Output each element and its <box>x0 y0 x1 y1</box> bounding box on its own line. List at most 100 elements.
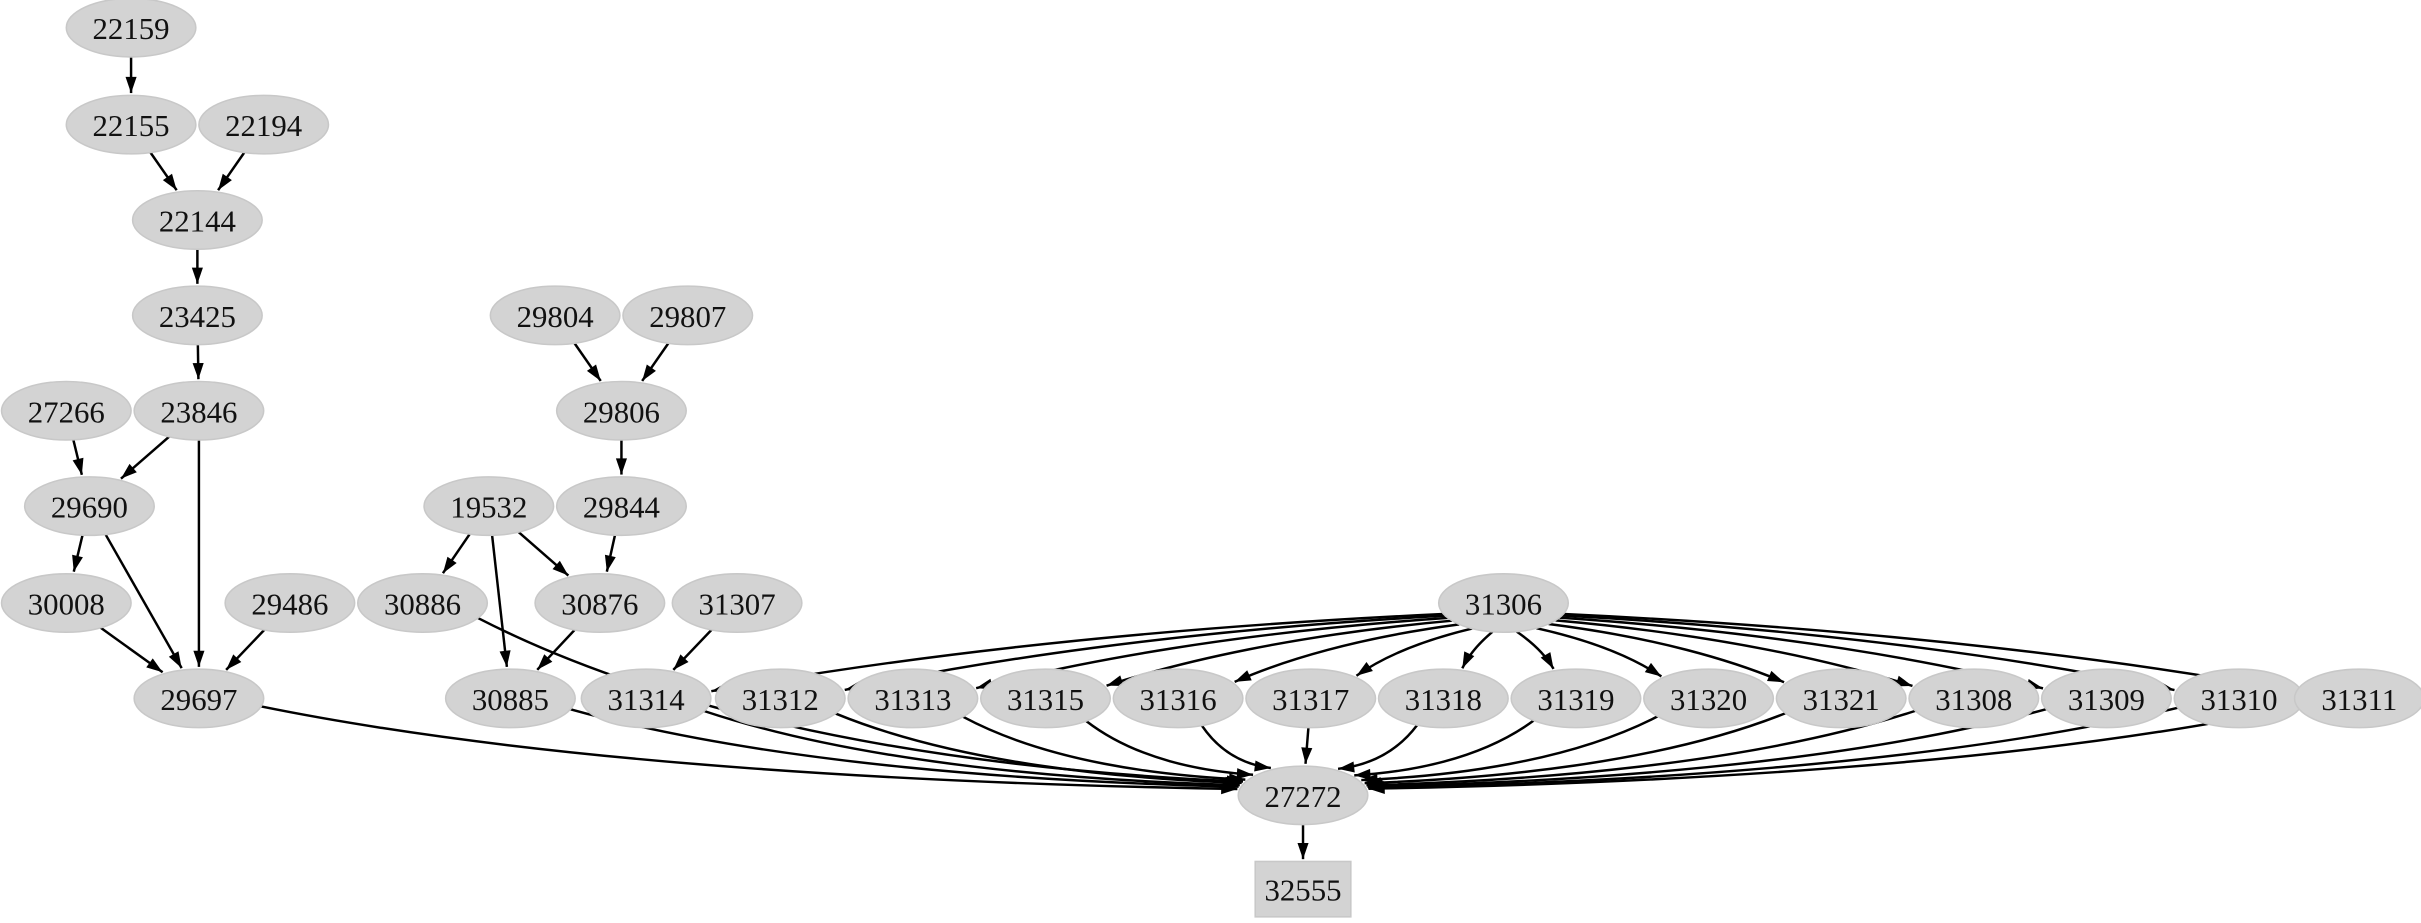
graph-node-29697[interactable]: 29697 <box>133 668 265 729</box>
node-ellipse-shape <box>133 668 265 729</box>
graph-edge <box>1355 627 1473 677</box>
graph-edge-arrowhead <box>642 364 656 381</box>
graph-edge-arrowhead <box>72 554 83 572</box>
graph-node-30886[interactable]: 30886 <box>356 573 489 634</box>
graph-node-31315[interactable]: 31315 <box>979 668 1112 729</box>
node-ellipse-shape <box>0 573 132 634</box>
graph-edge-arrowhead <box>191 267 203 284</box>
graph-edge <box>1367 707 2047 789</box>
node-ellipse-shape <box>1437 573 1570 634</box>
graph-node-31317[interactable]: 31317 <box>1245 668 1377 729</box>
node-ellipse-shape <box>133 380 265 441</box>
graph-edge-arrowhead <box>1236 768 1254 780</box>
graph-edge-arrowhead <box>72 457 84 475</box>
node-ellipse-shape <box>23 476 155 537</box>
node-ellipse-shape <box>1775 668 1907 729</box>
graph-edge <box>962 715 1246 781</box>
graph-node-30008[interactable]: 30008 <box>0 573 132 634</box>
graph-node-22155[interactable]: 22155 <box>65 94 197 155</box>
graph-node-31314[interactable]: 31314 <box>580 668 712 729</box>
graph-edge-arrowhead <box>1462 651 1475 669</box>
graph-node-31321[interactable]: 31321 <box>1775 668 1907 729</box>
graph-node-19532[interactable]: 19532 <box>423 476 555 537</box>
graph-edge-arrowhead <box>218 173 232 191</box>
graph-node-29806[interactable]: 29806 <box>555 380 687 441</box>
node-ellipse-shape <box>714 668 846 729</box>
graph-node-31320[interactable]: 31320 <box>1643 668 1775 729</box>
graph-node-31310[interactable]: 31310 <box>2173 668 2305 729</box>
node-ellipse-shape <box>0 380 132 441</box>
node-ellipse-shape <box>1112 668 1244 729</box>
graph-node-29844[interactable]: 29844 <box>555 476 687 537</box>
graph-node-22159[interactable]: 22159 <box>65 0 197 58</box>
graph-node-23425[interactable]: 23425 <box>131 285 263 346</box>
graph-node-29804[interactable]: 29804 <box>489 285 621 346</box>
graph-edge-arrowhead <box>1338 761 1355 773</box>
graph-node-31309[interactable]: 31309 <box>2040 668 2172 729</box>
graph-node-31312[interactable]: 31312 <box>714 668 846 729</box>
graph-edge <box>1337 724 1419 771</box>
node-ellipse-shape <box>1245 668 1377 729</box>
graph-node-31313[interactable]: 31313 <box>847 668 979 729</box>
graph-edge-arrowhead <box>226 654 242 670</box>
graph-edge <box>1361 715 1659 782</box>
graph-edge <box>1085 720 1254 776</box>
graph-node-32555[interactable]: 32555 <box>1254 860 1352 918</box>
graph-edge <box>1354 719 1535 777</box>
graph-edge <box>477 616 1244 783</box>
graph-edge <box>1234 623 1460 683</box>
graph-node-30885[interactable]: 30885 <box>444 668 576 729</box>
graph-edge-arrowhead <box>1540 652 1554 669</box>
graph-node-22144[interactable]: 22144 <box>131 189 263 250</box>
graph-edge-arrowhead <box>1356 661 1373 676</box>
graph-edge <box>1200 724 1272 770</box>
graph-edge <box>104 533 183 669</box>
graph-node-31311[interactable]: 31311 <box>2293 668 2421 729</box>
edge-layer <box>72 56 2298 860</box>
graph-node-29690[interactable]: 29690 <box>23 476 155 537</box>
graph-edge <box>260 705 1238 791</box>
graph-edge-arrowhead <box>1234 670 1252 682</box>
node-ellipse-shape <box>1643 668 1775 729</box>
node-ellipse-shape <box>423 476 555 537</box>
graph-node-30876[interactable]: 30876 <box>534 573 666 634</box>
graph-edge-arrowhead <box>162 173 177 191</box>
graph-edge <box>835 712 1242 785</box>
node-ellipse-shape <box>444 668 576 729</box>
graph-node-29807[interactable]: 29807 <box>622 285 754 346</box>
graph-edge-arrowhead <box>146 658 163 673</box>
graph-node-29486[interactable]: 29486 <box>224 573 356 634</box>
node-ellipse-shape <box>580 668 712 729</box>
graph-node-22194[interactable]: 22194 <box>198 94 330 155</box>
graph-node-31316[interactable]: 31316 <box>1112 668 1244 729</box>
graph-node-31306[interactable]: 31306 <box>1437 573 1570 634</box>
node-box-shape <box>1254 860 1352 918</box>
node-ellipse-shape <box>65 0 197 58</box>
graph-node-23846[interactable]: 23846 <box>133 380 265 441</box>
node-ellipse-shape <box>2040 668 2172 729</box>
node-ellipse-shape <box>131 285 263 346</box>
graph-edge <box>1364 712 1786 785</box>
graph-node-31318[interactable]: 31318 <box>1377 668 1509 729</box>
graph-node-31307[interactable]: 31307 <box>671 573 803 634</box>
graph-edge-arrowhead <box>193 650 205 667</box>
graph-node-31319[interactable]: 31319 <box>1510 668 1642 729</box>
node-ellipse-shape <box>1510 668 1642 729</box>
node-ellipse-shape <box>671 573 803 634</box>
node-ellipse-shape <box>979 668 1112 729</box>
node-ellipse-shape <box>224 573 356 634</box>
graph-edge <box>704 709 1240 787</box>
graph-edge-arrowhead <box>586 364 601 381</box>
node-ellipse-shape <box>198 94 330 155</box>
graph-node-27272[interactable]: 27272 <box>1237 765 1369 826</box>
graph-edge <box>1368 706 2178 790</box>
graph-edge-arrowhead <box>192 362 204 380</box>
graph-edge-arrowhead <box>604 554 616 572</box>
graph-node-31308[interactable]: 31308 <box>1908 668 2040 729</box>
graph-node-27266[interactable]: 27266 <box>0 380 132 441</box>
graph-edge <box>1368 705 2298 790</box>
node-ellipse-shape <box>1908 668 2040 729</box>
graph-edge-arrowhead <box>1895 675 1913 687</box>
